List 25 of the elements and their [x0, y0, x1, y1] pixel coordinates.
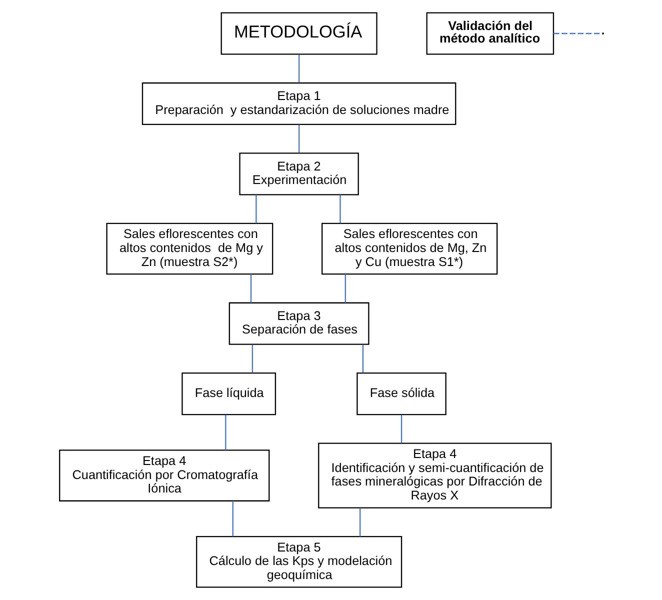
node-box: Etapa 1 Preparación y estandarización de soluciones madre	[141, 82, 456, 126]
connector	[339, 194, 340, 224]
node-box: METODOLOGÍA	[220, 12, 377, 55]
connector	[298, 124, 300, 153]
node-box: Fase sólida	[356, 372, 446, 416]
node-box: Etapa 5 Cálculo de las Kps y modelación geoquímica	[196, 536, 402, 588]
connector	[344, 274, 346, 303]
connector	[251, 344, 252, 373]
node-box: Fase líquida	[181, 372, 276, 416]
connector	[553, 32, 602, 34]
connector	[359, 508, 360, 536]
node-box: Etapa 3 Separación de fases	[228, 302, 369, 345]
connector	[400, 414, 402, 444]
connector	[250, 274, 252, 303]
connector	[255, 194, 256, 224]
connector	[232, 501, 233, 536]
node-box: Etapa 2 Experimentación	[238, 152, 358, 196]
node-box: Sales eflorescentes con altos contenidos de Mg, Zn y Cu (muestra S1*)	[321, 222, 498, 275]
connector	[362, 344, 364, 373]
node-box: Etapa 4 Cuantificación por Cromatografía Iónica	[58, 450, 270, 502]
connector	[224, 414, 226, 450]
node-box: Validación del método analítico	[426, 12, 554, 55]
node-box: Sales eflorescentes con altos contenidos de Mg y Zn (muestra S2*)	[106, 222, 273, 275]
node-box: Etapa 4 Identificación y semi-cuantificación de fases mineralógicas por Difracción de Rayos X	[318, 442, 552, 508]
connector	[298, 54, 300, 83]
